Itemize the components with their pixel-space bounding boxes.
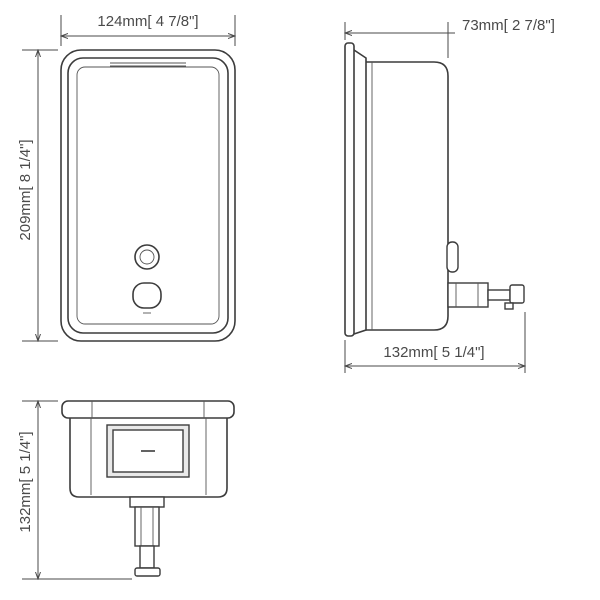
side-depth-bottom-dimension: 132mm[ 5 1/4"]	[345, 312, 525, 373]
side-depth-bottom-label: 132mm[ 5 1/4"]	[383, 344, 484, 361]
bottom-nozzle-icon	[129, 496, 165, 577]
side-button-icon	[446, 241, 459, 273]
bottom-height-label: 132mm[ 5 1/4"]	[17, 431, 34, 532]
front-width-dimension: 124mm[ 4 7/8"]	[61, 13, 235, 46]
front-height-dimension: 209mm[ 8 1/4"]	[17, 50, 58, 341]
pump-nozzle-icon	[447, 282, 525, 310]
side-depth-top-dimension: 73mm[ 2 7/8"]	[345, 17, 555, 58]
push-button-icon	[132, 282, 162, 314]
front-height-label: 209mm[ 8 1/4"]	[17, 139, 34, 240]
window-circle-icon	[134, 244, 160, 270]
refill-window-icon	[106, 424, 190, 478]
bottom-view	[61, 400, 235, 577]
bottom-height-dimension: 132mm[ 5 1/4"]	[17, 401, 132, 579]
front-width-label: 124mm[ 4 7/8"]	[97, 13, 198, 30]
front-view	[60, 49, 236, 342]
side-depth-top-label: 73mm[ 2 7/8"]	[462, 17, 555, 34]
side-view	[344, 42, 525, 337]
